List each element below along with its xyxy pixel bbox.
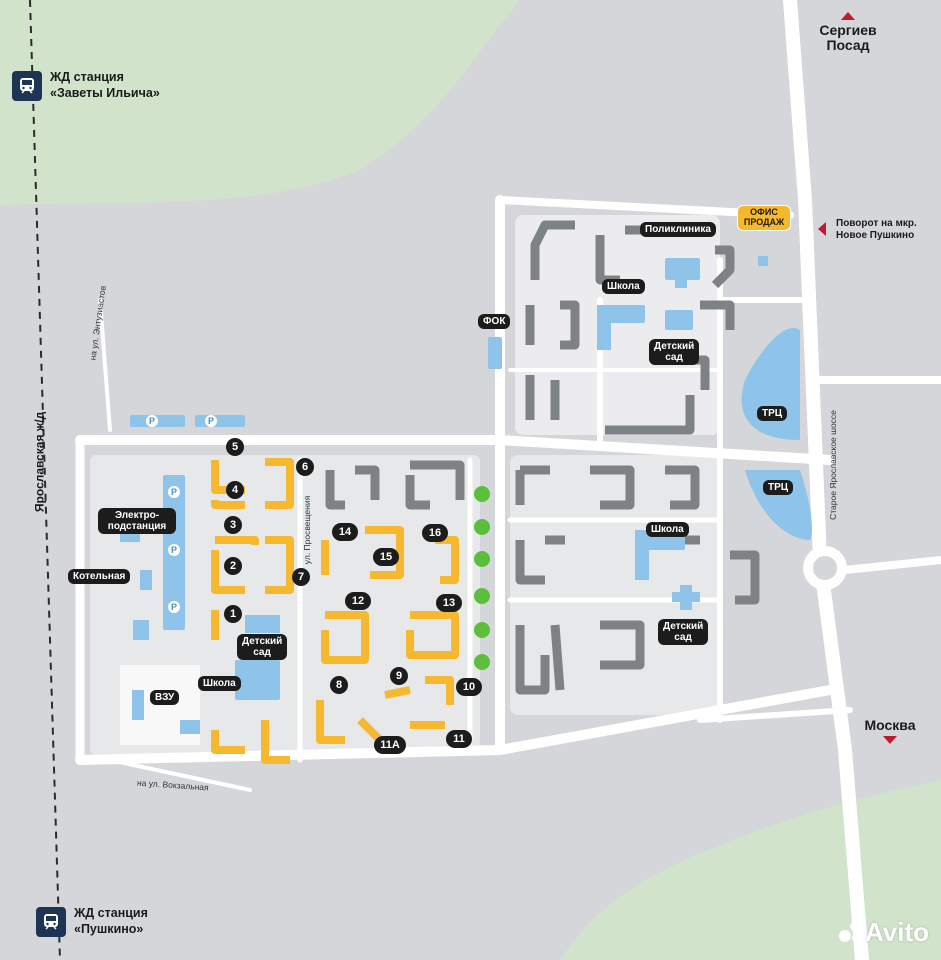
building-marker-7[interactable]: 7 bbox=[292, 568, 310, 586]
station-zavety-ilicha[interactable]: ЖД станция «Заветы Ильича» bbox=[12, 70, 160, 101]
direction-label: Сергиев Посад bbox=[819, 22, 877, 54]
street-prosvescheniya-label: ул. Просвещения bbox=[302, 495, 313, 565]
station-pushkino[interactable]: ЖД станция «Пушкино» bbox=[36, 906, 148, 937]
poi-fok[interactable]: ФОК bbox=[478, 314, 511, 329]
poi-school-east[interactable]: Школа bbox=[646, 522, 689, 537]
building-marker-3[interactable]: 3 bbox=[224, 516, 242, 534]
arrow-up-icon bbox=[841, 12, 855, 20]
direction-moskva[interactable]: Москва bbox=[850, 717, 930, 745]
poi-boiler-house[interactable]: Котельная bbox=[68, 569, 131, 584]
building-marker-6[interactable]: 6 bbox=[296, 458, 314, 476]
poi-vzu[interactable]: ВЗУ bbox=[150, 690, 180, 705]
building-marker-16[interactable]: 16 bbox=[422, 524, 448, 542]
building-marker-14[interactable]: 14 bbox=[332, 523, 358, 541]
avito-logo-icon bbox=[838, 921, 861, 944]
arrow-left-icon bbox=[818, 222, 826, 236]
station-name: «Пушкино» bbox=[74, 921, 144, 936]
poi-school-west[interactable]: Школа bbox=[198, 676, 241, 691]
building-marker-10[interactable]: 10 bbox=[456, 678, 482, 696]
poi-kindergarten-east[interactable]: Детский сад bbox=[658, 619, 708, 645]
poi-mall-1[interactable]: ТРЦ bbox=[757, 406, 788, 421]
station-name: «Заветы Ильича» bbox=[50, 85, 160, 100]
building-marker-13[interactable]: 13 bbox=[436, 594, 462, 612]
train-icon bbox=[12, 70, 42, 101]
direction-new-pushkino[interactable]: Поворот на мкр. Новое Пушкино bbox=[836, 218, 917, 241]
avito-watermark: Avito bbox=[838, 917, 929, 948]
direction-sergiev-posad[interactable]: Сергиев Посад bbox=[808, 12, 888, 54]
building-marker-2[interactable]: 2 bbox=[224, 557, 242, 575]
poi-mall-2[interactable]: ТРЦ bbox=[763, 480, 794, 495]
building-marker-4[interactable]: 4 bbox=[226, 481, 244, 499]
railway-label: Ярославская ж/д bbox=[32, 411, 47, 513]
building-marker-8[interactable]: 8 bbox=[330, 676, 348, 694]
station-label: ЖД станция bbox=[50, 70, 124, 84]
highway-label: Старое Ярославское шоссе bbox=[827, 410, 838, 520]
sales-office-label[interactable]: ОФИС ПРОДАЖ bbox=[737, 205, 791, 231]
poi-electro-substation[interactable]: Электро-подстанция bbox=[98, 508, 176, 534]
building-marker-5[interactable]: 5 bbox=[226, 438, 244, 456]
parking-icon: P bbox=[205, 415, 217, 427]
arrow-down-icon bbox=[883, 736, 897, 745]
building-marker-15[interactable]: 15 bbox=[373, 548, 399, 566]
parking-icon: P bbox=[168, 601, 180, 613]
railway-line bbox=[29, 0, 61, 960]
forest-area-northwest bbox=[0, 0, 520, 205]
parking-icon: P bbox=[168, 486, 180, 498]
direction-label: Москва bbox=[864, 717, 916, 733]
parking-icon: P bbox=[146, 415, 158, 427]
avito-label: Avito bbox=[864, 917, 929, 947]
poi-school-north[interactable]: Школа bbox=[602, 279, 645, 294]
parking-icon: P bbox=[168, 544, 180, 556]
building-marker-12[interactable]: 12 bbox=[345, 592, 371, 610]
poi-kindergarten-north[interactable]: Детский сад bbox=[649, 339, 699, 365]
building-marker-9[interactable]: 9 bbox=[390, 667, 408, 685]
train-icon bbox=[36, 906, 66, 937]
building-marker-1[interactable]: 1 bbox=[224, 605, 242, 623]
station-label: ЖД станция bbox=[74, 906, 148, 920]
building-marker-11[interactable]: 11 bbox=[446, 730, 472, 748]
building-marker-11a[interactable]: 11А bbox=[374, 736, 406, 754]
poi-polyclinic[interactable]: Поликлиника bbox=[640, 222, 716, 237]
poi-kindergarten-west[interactable]: Детский сад bbox=[237, 634, 287, 660]
